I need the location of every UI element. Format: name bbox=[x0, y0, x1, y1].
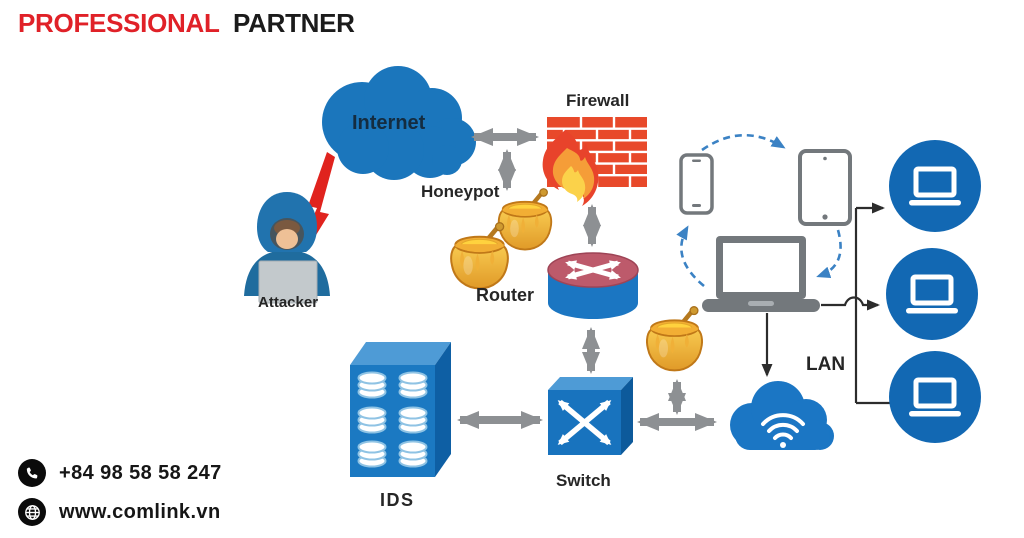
lightning-bolt-icon bbox=[305, 152, 335, 240]
honeypot-label: Honeypot bbox=[421, 182, 500, 201]
gray-arrows bbox=[457, 128, 717, 431]
contact-website: www.comlink.vn bbox=[59, 500, 221, 523]
wifi-cloud-icon bbox=[730, 381, 834, 450]
smartphone-icon bbox=[679, 153, 714, 215]
phone-icon bbox=[18, 459, 46, 487]
router-icon bbox=[547, 252, 639, 319]
attacker-icon bbox=[244, 192, 330, 304]
ids-label: IDS bbox=[380, 490, 415, 510]
arc-laptop-phone bbox=[676, 225, 705, 288]
tablet-icon bbox=[798, 149, 852, 226]
lan-wiring bbox=[761, 202, 890, 405]
sync-arcs bbox=[676, 133, 842, 288]
honeypot-icon bbox=[647, 307, 702, 371]
switch-icon bbox=[548, 377, 633, 455]
wifi-icon bbox=[761, 413, 805, 448]
internet-label: Internet bbox=[352, 112, 426, 134]
arc-tablet-laptop bbox=[816, 229, 842, 279]
lan-label: LAN bbox=[806, 354, 846, 375]
honeypot-icon bbox=[451, 223, 508, 289]
ids-server-icon bbox=[350, 342, 451, 477]
attacker-label: Attacker bbox=[258, 294, 319, 311]
lan-node-laptop-icon bbox=[886, 248, 978, 340]
contact-phone-row: +84 98 58 58 247 bbox=[18, 459, 222, 487]
laptop-icon bbox=[702, 236, 820, 312]
arc-phone-tablet bbox=[701, 133, 786, 152]
switch-label: Switch bbox=[556, 471, 611, 490]
lan-node-laptop-icon bbox=[889, 140, 981, 232]
flame-icon bbox=[542, 130, 599, 206]
globe-icon bbox=[18, 498, 46, 526]
lan-node-laptop-icon bbox=[889, 351, 981, 443]
firewall-label: Firewall bbox=[566, 91, 630, 110]
contact-website-row: www.comlink.vn bbox=[18, 498, 221, 526]
line-laptop-node2 bbox=[821, 296, 880, 311]
honeypot-icon bbox=[499, 189, 551, 250]
contact-phone-number: +84 98 58 58 247 bbox=[59, 461, 222, 484]
brand-title-red: PROFESSIONAL bbox=[18, 8, 220, 38]
internet-cloud-icon bbox=[322, 66, 476, 180]
brand-title-black: PARTNER bbox=[233, 8, 355, 38]
router-label: Router bbox=[476, 285, 534, 305]
brand-title: PROFESSIONAL PARTNER bbox=[18, 8, 355, 39]
firewall-icon bbox=[542, 117, 647, 206]
